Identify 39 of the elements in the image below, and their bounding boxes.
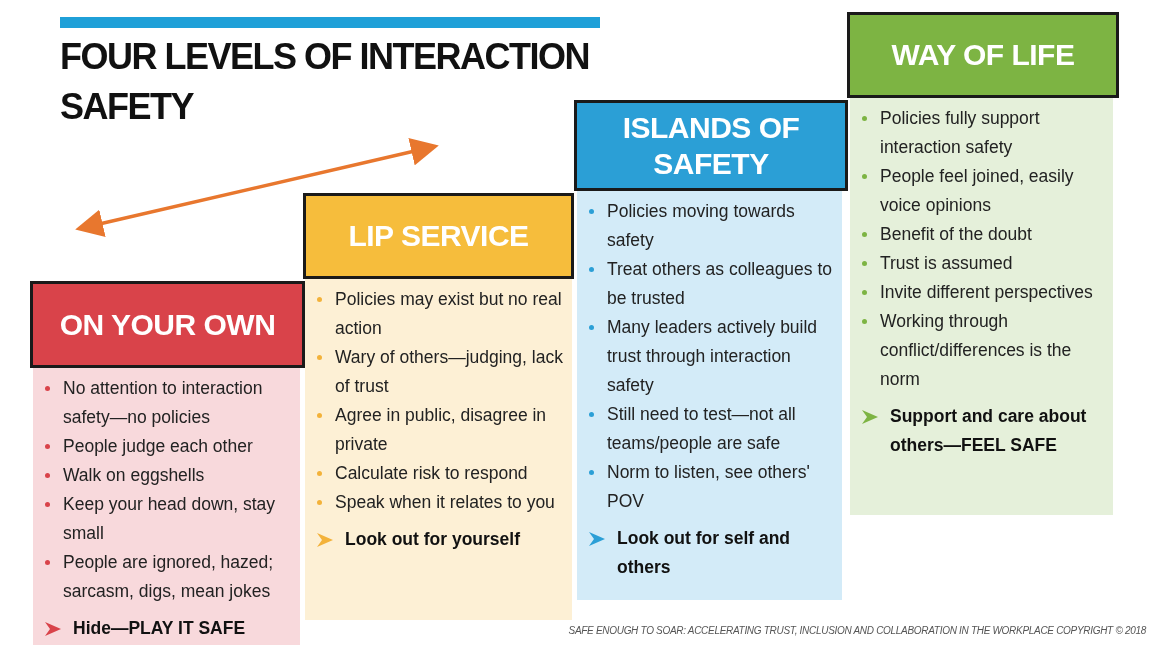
bullet-text: Benefit of the doubt [880, 224, 1032, 244]
key-takeaway: Look out for yourself [345, 529, 520, 549]
bullet-text: Keep your head down, stay small [63, 494, 276, 543]
level-panel [33, 368, 300, 645]
bullet-text: Invite different perspectives [880, 282, 1093, 302]
bullet-text: People feel joined, easily voice opinions [880, 166, 1074, 215]
bullet-text: Treat others as colleagues to be trusted [607, 259, 833, 308]
bullet-text: No attention to interaction safety—no policies [63, 378, 263, 427]
bullet-text: Trust is assumed [880, 253, 1013, 273]
bullet-text: Speak when it relates to you [335, 492, 555, 512]
bullet-text: Calculate risk to respond [335, 463, 528, 483]
bullet-text: Policies fully support interaction safety [880, 108, 1040, 157]
bullet-text: Policies moving towards safety [607, 201, 795, 250]
level-header [574, 100, 848, 191]
caption: SAFE ENOUGH TO SOAR: ACCELERATING TRUST, INCLUSION AND COLLABORATION IN THE WORKPLACE COPYRIGHT © 2018 [568, 625, 1146, 636]
level-title: WAY OF LIFE [891, 37, 1075, 73]
level-panel [850, 98, 1113, 515]
key-takeaway: Look out for self and others [617, 528, 791, 577]
key-takeaway: Hide—PLAY IT SAFE [73, 618, 246, 638]
level-title: LIP SERVICE [348, 218, 529, 254]
level-panel [305, 279, 572, 620]
bullet-text: Norm to listen, see others' POV [607, 462, 810, 511]
bullet-text: People judge each other [63, 436, 253, 456]
bullet-text: Agree in public, disagree in private [335, 405, 547, 454]
level-header [303, 193, 574, 279]
level-title: ON YOUR OWN [59, 306, 276, 343]
level-panel [577, 191, 842, 600]
level-title: ISLANDS OF SAFETY [621, 109, 801, 182]
bullet-text: People are ignored, hazed; sarcasm, digs, mean jokes [63, 552, 274, 601]
title: FOUR LEVELS OF INTERACTION SAFETY [60, 35, 590, 129]
bullet-text: Wary of others—judging, lack of trust [335, 347, 563, 396]
bullet-text: Many leaders actively build trust through interaction safety [607, 317, 818, 395]
bullet-text: Working through conflict/differences is the norm [880, 311, 1072, 389]
level-header [30, 281, 305, 368]
bullet-text: Still need to test—not all teams/people are safe [607, 404, 796, 453]
level-header [847, 12, 1119, 98]
key-takeaway: Support and care about others—FEEL SAFE [890, 406, 1087, 455]
bullet-text: Policies may exist but no real action [335, 289, 562, 338]
bullet-text: Walk on eggshells [63, 465, 205, 485]
